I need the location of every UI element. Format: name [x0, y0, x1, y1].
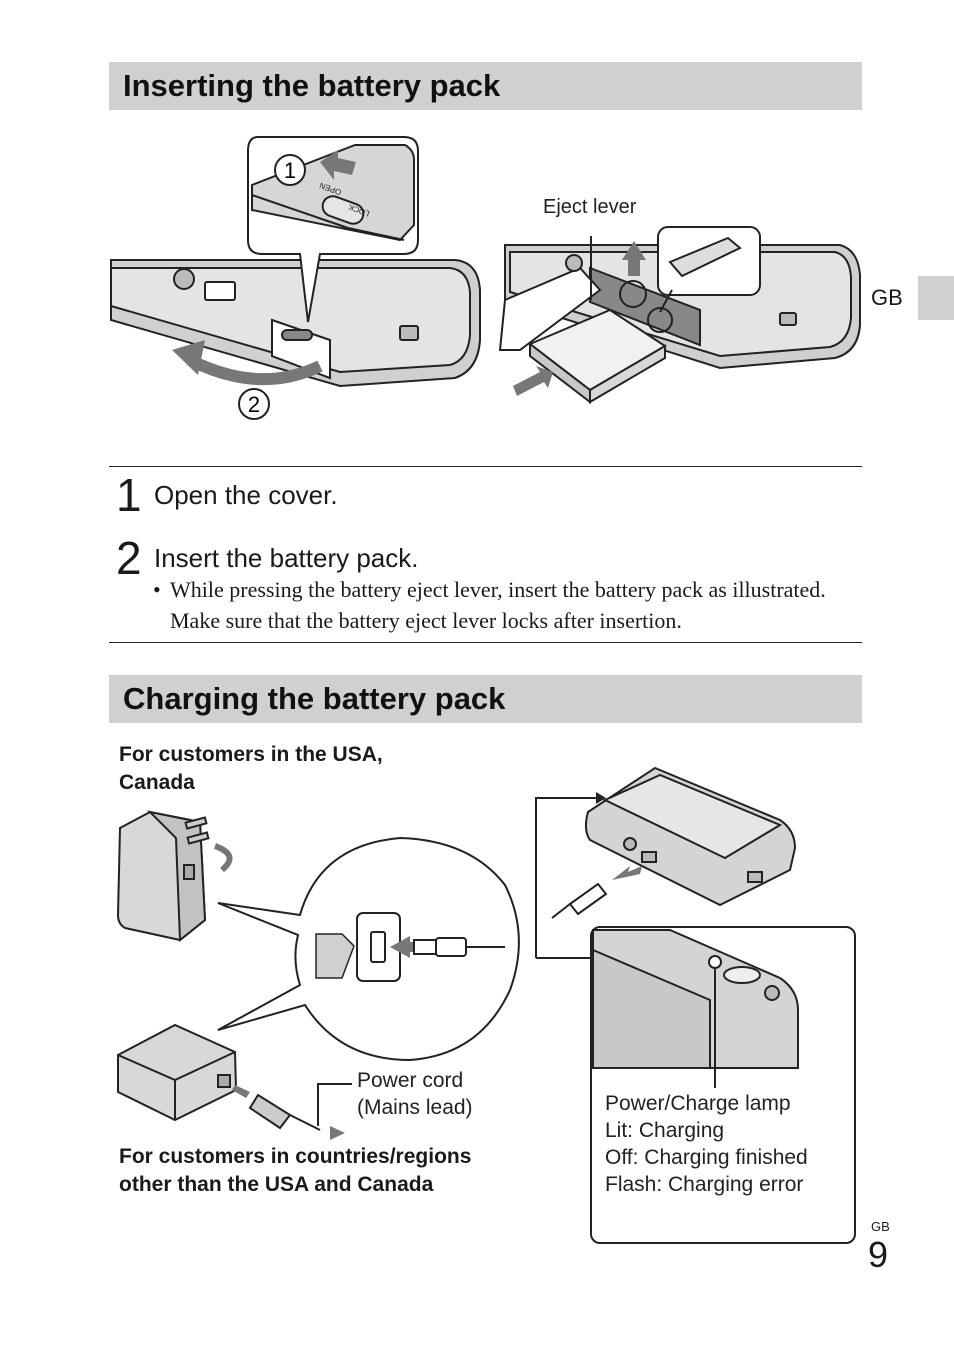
rotate-arrow-icon — [213, 843, 233, 873]
power-cord-line2: (Mains lead) — [357, 1096, 473, 1119]
step-1-number: 1 — [116, 469, 142, 521]
step-2-note-text: While pressing the battery eject lever, … — [170, 577, 826, 633]
camera-bottom-left-illustration — [110, 259, 481, 388]
micro-usb-cable-illustration — [551, 882, 608, 919]
slide-arrow-icon — [320, 150, 356, 180]
lamp-flash: Flash: Charging error — [605, 1173, 804, 1196]
power-cord-illustration — [232, 1085, 345, 1140]
divider-top — [109, 466, 862, 467]
power-charge-lamp-icon — [708, 955, 722, 969]
other-regions-caption: For customers in countries/regions other… — [119, 1143, 471, 1199]
open-arrow-icon — [187, 354, 323, 386]
bullet-icon: • — [153, 577, 161, 602]
footer-region: GB — [871, 1219, 890, 1234]
lamp-lit: Lit: Charging — [605, 1119, 725, 1142]
battery-pack-illustration — [528, 308, 667, 405]
section-title: Charging the battery pack — [123, 681, 506, 716]
divider-bottom — [109, 642, 862, 643]
step-2-title: Insert the battery pack. — [154, 543, 419, 573]
lamp-title: Power/Charge lamp — [605, 1092, 791, 1115]
circle-2-number: 2 — [248, 392, 260, 417]
usb-cable-illustration — [413, 937, 505, 957]
power-cord-label: Power cord (Mains lead) — [357, 1067, 473, 1121]
usa-caption-line2: Canada — [119, 771, 195, 794]
page-number: 9 — [868, 1234, 889, 1275]
usa-caption-line1: For customers in the USA, — [119, 743, 383, 766]
step-1-title: Open the cover. — [154, 480, 338, 510]
circle-1-icon — [274, 154, 306, 186]
eject-lever-label: Eject lever — [543, 196, 637, 218]
usa-caption: For customers in the USA, Canada — [119, 741, 383, 797]
other-caption-line2: other than the USA and Canada — [119, 1173, 434, 1196]
circle-1-number: 1 — [284, 158, 296, 183]
eject-up-arrow-icon — [622, 241, 646, 276]
step-2-number: 2 — [116, 532, 142, 584]
insert-battery-illustration: OPEN LOCK 1 2 Eject lever — [110, 136, 861, 420]
circle-2-icon — [238, 388, 270, 420]
power-cord-line1: Power cord — [357, 1069, 464, 1092]
cable-arrow-icon — [612, 866, 642, 880]
lamp-off: Off: Charging finished — [605, 1146, 808, 1169]
camera-battery-compartment-illustration — [498, 244, 861, 370]
side-tab-label: GB — [871, 285, 903, 310]
insert-arrow-icon — [513, 366, 553, 396]
camera-top-illustration — [584, 766, 797, 907]
ac-adapter-usa-illustration — [116, 810, 210, 943]
side-tab — [918, 276, 954, 320]
section-header-charging: Charging the battery pack — [109, 675, 862, 723]
lamp-legend: Power/Charge lamp Lit: Charging Off: Cha… — [605, 1090, 808, 1198]
other-caption-line1: For customers in countries/regions — [119, 1145, 472, 1168]
section-title: Inserting the battery pack — [123, 68, 501, 103]
plug-in-arrow-icon — [390, 936, 432, 958]
section-header-inserting: Inserting the battery pack — [109, 62, 862, 110]
zoom-switch-illustration — [251, 144, 415, 242]
